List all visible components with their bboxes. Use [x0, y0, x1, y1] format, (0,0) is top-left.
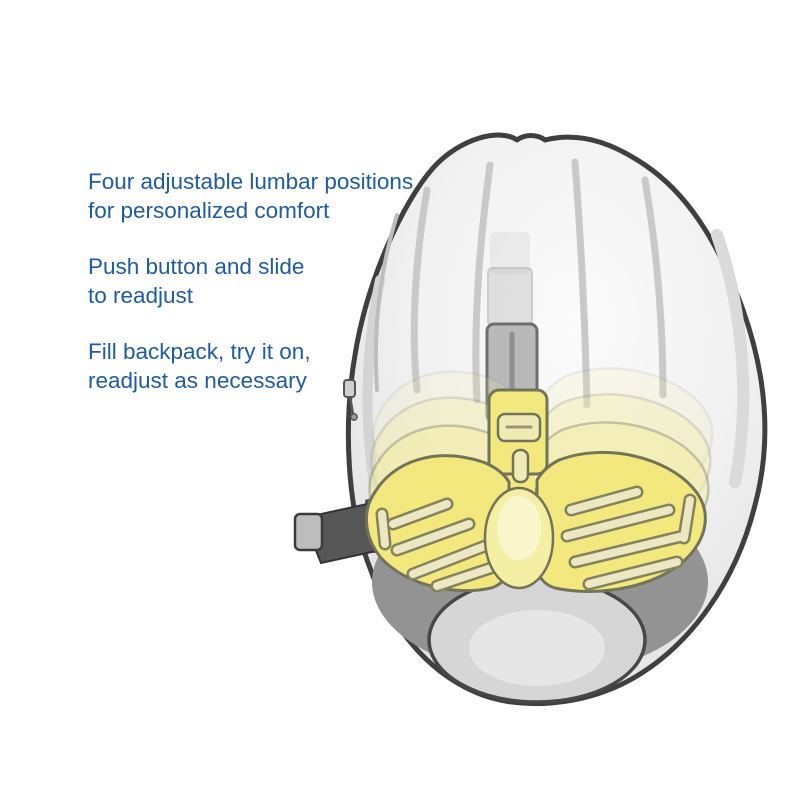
annotation-line: Four adjustable lumbar positions: [88, 169, 414, 194]
annotation-line: readjust as necessary: [88, 368, 307, 393]
annotation-line: to readjust: [88, 283, 194, 308]
annotation-paragraph-push-button: Push button and slide to readjust: [88, 252, 428, 310]
pad-slide-slot: [511, 448, 530, 484]
backpack-illustration: [293, 132, 768, 707]
zipper-pull-icon: [343, 379, 358, 421]
padding-seam-lines: [410, 158, 667, 409]
pad-center-highlight: [497, 496, 541, 560]
lumbar-pad: [364, 388, 707, 593]
annotation-paragraph-positions: Four adjustable lumbar positions for per…: [88, 167, 428, 225]
annotation-paragraph-fill-backpack: Fill backpack, try it on, readjust as ne…: [88, 337, 428, 395]
wing-vent-slats: [375, 485, 697, 593]
strap-buckle: [293, 512, 324, 552]
annotation-line: Push button and slide: [88, 254, 305, 279]
annotation-text-block: Four adjustable lumbar positions for per…: [88, 167, 428, 422]
annotation-line: for personalized comfort: [88, 198, 330, 223]
annotation-line: Fill backpack, try it on,: [88, 339, 311, 364]
